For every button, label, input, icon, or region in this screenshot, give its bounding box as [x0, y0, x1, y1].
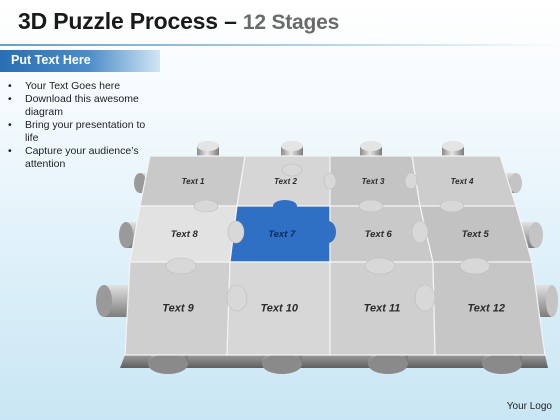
puzzle-piece-label: Text 10 — [260, 303, 298, 315]
puzzle-piece-label: Text 2 — [274, 177, 297, 186]
puzzle-piece — [432, 261, 546, 356]
bullet-item: Bring your presentation to life — [8, 119, 158, 145]
slide-title: 3D Puzzle Process – 12 Stages — [18, 8, 339, 35]
puzzle-piece-label: Text 9 — [162, 303, 194, 315]
puzzle-piece-label: Text 1 — [182, 177, 205, 186]
top-knob-3 — [360, 141, 382, 156]
top-knob-1 — [197, 141, 219, 156]
puzzle-tiles — [124, 155, 546, 356]
puzzle-piece-label: Text 6 — [365, 229, 393, 240]
puzzle-piece-label: Text 4 — [451, 177, 474, 186]
puzzle-piece-label: Text 3 — [362, 177, 385, 186]
highlight-connectors — [273, 200, 336, 243]
title-dash: – — [217, 8, 243, 34]
bullet-item: Download this awesome diagram — [8, 93, 158, 119]
top-knob-4 — [442, 141, 464, 156]
bullet-item: Capture your audience’s attention — [8, 145, 158, 171]
top-knob-2 — [281, 141, 303, 156]
sidebar-header: Put Text Here — [0, 50, 160, 72]
puzzle-piece-label: Text 7 — [268, 229, 296, 240]
puzzle-base-side — [120, 355, 548, 368]
connector-knobs — [165, 163, 491, 312]
bullet-list: Your Text Goes here Download this awesom… — [8, 80, 158, 171]
puzzle-piece-label: Text 12 — [467, 303, 505, 315]
puzzle-labels: Text 1 Text 2 Text 3 Text 4 Text 8 Text 7 Text… — [162, 177, 505, 315]
left-knob-3 — [96, 285, 128, 317]
logo-text: Your Logo — [506, 401, 552, 412]
bullet-item: Your Text Goes here — [8, 80, 158, 93]
title-divider — [0, 44, 560, 46]
sidebar-header-label: Put Text Here — [11, 53, 91, 67]
puzzle-piece-label: Text 5 — [462, 229, 490, 240]
title-sub: 12 Stages — [242, 11, 340, 34]
puzzle-piece-label: Text 8 — [171, 229, 199, 240]
title-main: 3D Puzzle Process — [18, 8, 218, 34]
puzzle-piece-label: Text 11 — [364, 303, 401, 315]
